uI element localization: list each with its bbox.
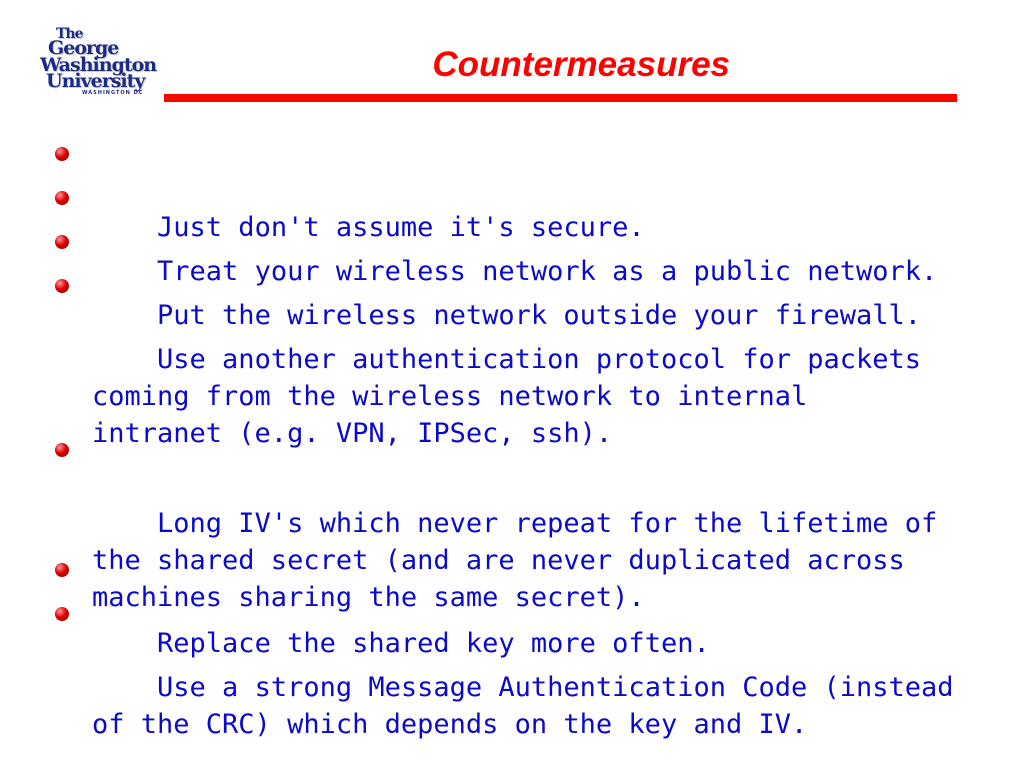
- bullet-item: Use another authentication protocol for …: [55, 267, 972, 489]
- bullet-item: Put the wireless network outside your fi…: [55, 223, 972, 371]
- bullet-item: Use a strong Message Authentication Code…: [55, 595, 972, 780]
- logo-line-the: The: [56, 26, 83, 42]
- bullet-text: Use a strong Message Authentication Code…: [92, 672, 954, 740]
- title-underline-rule: [164, 94, 957, 102]
- red-ball-bullet-icon: [55, 563, 69, 577]
- bullet-item: Replace the shared key more often.: [55, 551, 972, 699]
- slide-title: Countermeasures: [432, 45, 730, 84]
- bullet-item: Treat your wireless network as a public …: [55, 179, 972, 327]
- red-ball-bullet-icon: [55, 279, 69, 293]
- bullet-item: Long IV's which never repeat for the lif…: [55, 431, 972, 653]
- bullet-text: Put the wireless network outside your fi…: [157, 300, 922, 331]
- bullet-text: Treat your wireless network as a public …: [157, 256, 938, 287]
- red-ball-bullet-icon: [55, 147, 69, 161]
- red-ball-bullet-icon: [55, 607, 69, 621]
- red-ball-bullet-icon: [55, 191, 69, 205]
- bullet-text: Replace the shared key more often.: [157, 628, 710, 659]
- logo-line-george: George: [48, 37, 119, 59]
- logo-line-university: University: [46, 70, 145, 92]
- bullet-text: Long IV's which never repeat for the lif…: [92, 508, 938, 613]
- logo-line-location: WASHINGTON DC: [82, 90, 144, 96]
- bullet-text: Just don't assume it's secure.: [157, 212, 645, 243]
- bullet-item: Just don't assume it's secure.: [55, 135, 972, 283]
- bullet-text: Use another authentication protocol for …: [92, 344, 922, 449]
- logo-line-washington: Washington: [40, 54, 157, 76]
- red-ball-bullet-icon: [55, 235, 69, 249]
- red-ball-bullet-icon: [55, 443, 69, 457]
- university-logo: The George Washington University WASHING…: [40, 26, 164, 96]
